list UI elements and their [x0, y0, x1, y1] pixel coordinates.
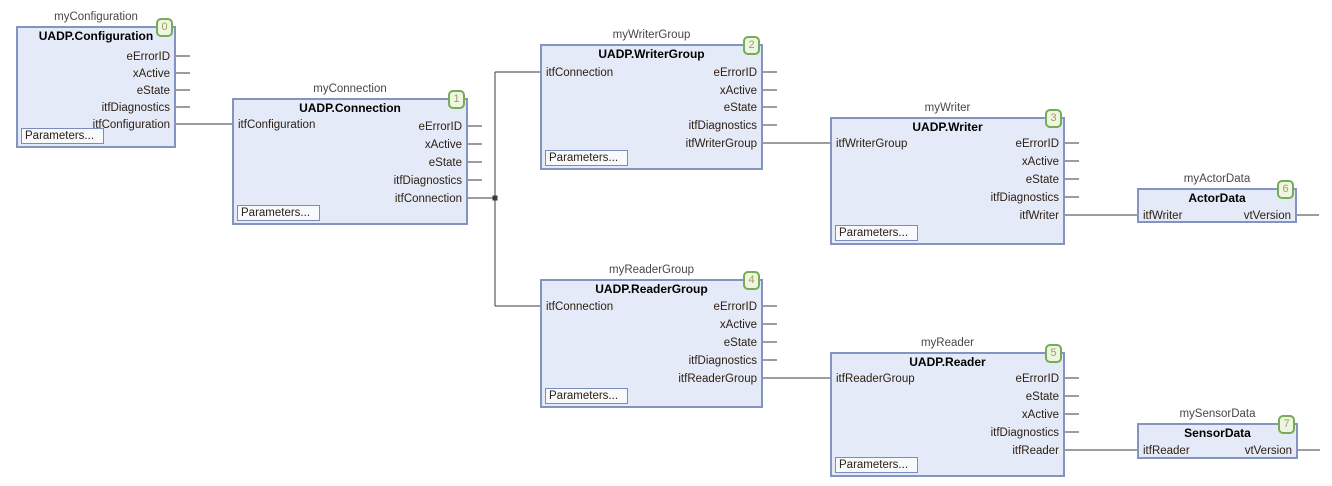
input-pin-itfWriter[interactable]: itfWriter [1143, 210, 1183, 222]
output-pin-itfDiagnostics[interactable]: itfDiagnostics [990, 192, 1059, 204]
output-pin-eErrorID[interactable]: eErrorID [126, 51, 170, 63]
output-pin-itfWriter[interactable]: itfWriter [1019, 210, 1059, 222]
input-pin-itfConnection[interactable]: itfConnection [546, 301, 614, 313]
execution-order-badge: 4 [743, 271, 760, 290]
output-pin-eState[interactable]: eState [1025, 174, 1059, 186]
output-pin-vtVersion[interactable]: vtVersion [1243, 210, 1291, 222]
output-pin-eState[interactable]: eState [428, 157, 462, 169]
wire-junction-dot [492, 195, 498, 201]
block-type-title: UADP.WriterGroup [598, 47, 705, 61]
block-myReader[interactable]: UADP.Reader 5 itfReaderGroup eErrorID eState… [830, 344, 1065, 477]
output-pin-itfWriterGroup[interactable]: itfWriterGroup [685, 138, 757, 150]
output-pin-xActive[interactable]: xActive [132, 68, 170, 80]
instance-label-myWriter[interactable]: myWriter [924, 102, 971, 114]
output-pin-eErrorID[interactable]: eErrorID [1015, 373, 1059, 385]
parameters-button[interactable]: Parameters... [545, 150, 628, 166]
block-type-title: UADP.Writer [912, 120, 983, 134]
output-pin-xActive[interactable]: xActive [1021, 409, 1059, 421]
output-pin-xActive[interactable]: xActive [1021, 156, 1059, 168]
instance-label-myConfiguration[interactable]: myConfiguration [54, 11, 138, 23]
output-pin-itfReaderGroup[interactable]: itfReaderGroup [678, 373, 757, 385]
output-pin-itfDiagnostics[interactable]: itfDiagnostics [393, 175, 462, 187]
instance-label-myConnection[interactable]: myConnection [313, 83, 387, 95]
instance-label-myReaderGroup[interactable]: myReaderGroup [608, 264, 694, 276]
output-pin-eState[interactable]: eState [723, 337, 757, 349]
instance-label-myReader[interactable]: myReader [920, 337, 975, 349]
execution-order-badge: 7 [1278, 415, 1295, 434]
instance-label-myWriterGroup[interactable]: myWriterGroup [612, 29, 691, 41]
output-pin-itfDiagnostics[interactable]: itfDiagnostics [101, 102, 170, 114]
block-type-title: UADP.Reader [909, 355, 986, 369]
output-pin-itfDiagnostics[interactable]: itfDiagnostics [688, 120, 757, 132]
execution-order-badge: 1 [448, 90, 465, 109]
output-pin-itfConfiguration[interactable]: itfConfiguration [92, 119, 170, 131]
input-pin-itfConfiguration[interactable]: itfConfiguration [238, 119, 316, 131]
input-pin-itfReader[interactable]: itfReader [1143, 445, 1190, 457]
parameters-button[interactable]: Parameters... [545, 388, 628, 404]
output-pin-itfDiagnostics[interactable]: itfDiagnostics [990, 427, 1059, 439]
input-pin-itfReaderGroup[interactable]: itfReaderGroup [836, 373, 915, 385]
block-myWriterGroup[interactable]: UADP.WriterGroup 2 itfConnection eErrorID xA… [540, 36, 763, 170]
output-pin-xActive[interactable]: xActive [424, 139, 462, 151]
execution-order-badge: 2 [743, 36, 760, 55]
output-pin-itfConnection[interactable]: itfConnection [394, 193, 462, 205]
output-pin-eErrorID[interactable]: eErrorID [418, 121, 462, 133]
block-myConnection[interactable]: UADP.Connection 1 itfConfiguration eErrorID… [232, 90, 468, 225]
input-pin-itfConnection[interactable]: itfConnection [546, 67, 614, 79]
output-pin-xActive[interactable]: xActive [719, 85, 757, 97]
output-pin-eState[interactable]: eState [136, 85, 170, 97]
instance-label-mySensorData[interactable]: mySensorData [1179, 408, 1256, 420]
block-type-title: UADP.Connection [299, 101, 401, 115]
execution-order-badge: 6 [1277, 180, 1294, 199]
instance-label-myActorData[interactable]: myActorData [1183, 173, 1251, 185]
execution-order-badge: 5 [1045, 344, 1062, 363]
output-pin-eErrorID[interactable]: eErrorID [713, 67, 757, 79]
output-pin-xActive[interactable]: xActive [719, 319, 757, 331]
block-myActorData[interactable]: ActorData 6 itfWriter vtVersion [1137, 180, 1297, 223]
block-type-title: UADP.Configuration [38, 29, 154, 43]
output-pin-eState[interactable]: eState [1025, 391, 1059, 403]
output-pin-eState[interactable]: eState [723, 102, 757, 114]
execution-order-badge: 3 [1045, 109, 1062, 128]
execution-order-badge: 0 [156, 18, 173, 37]
output-pin-itfDiagnostics[interactable]: itfDiagnostics [688, 355, 757, 367]
block-myReaderGroup[interactable]: UADP.ReaderGroup 4 itfConnection eErrorID xA… [540, 271, 763, 408]
parameters-button[interactable]: Parameters... [835, 225, 918, 241]
block-type-title: ActorData [1188, 191, 1246, 205]
parameters-button[interactable]: Parameters... [835, 457, 918, 473]
parameters-button[interactable]: Parameters... [237, 205, 320, 221]
block-myWriter[interactable]: UADP.Writer 3 itfWriterGroup eErrorID xActiv… [830, 109, 1065, 245]
output-pin-itfReader[interactable]: itfReader [1012, 445, 1059, 457]
block-type-title: SensorData [1184, 426, 1251, 440]
block-type-title: UADP.ReaderGroup [595, 282, 708, 296]
output-pin-eErrorID[interactable]: eErrorID [713, 301, 757, 313]
output-pin-eErrorID[interactable]: eErrorID [1015, 138, 1059, 150]
input-pin-itfWriterGroup[interactable]: itfWriterGroup [836, 138, 908, 150]
output-pin-vtVersion[interactable]: vtVersion [1244, 445, 1292, 457]
block-mySensorData[interactable]: SensorData 7 itfReader vtVersion [1137, 415, 1298, 459]
parameters-button[interactable]: Parameters... [21, 128, 104, 144]
